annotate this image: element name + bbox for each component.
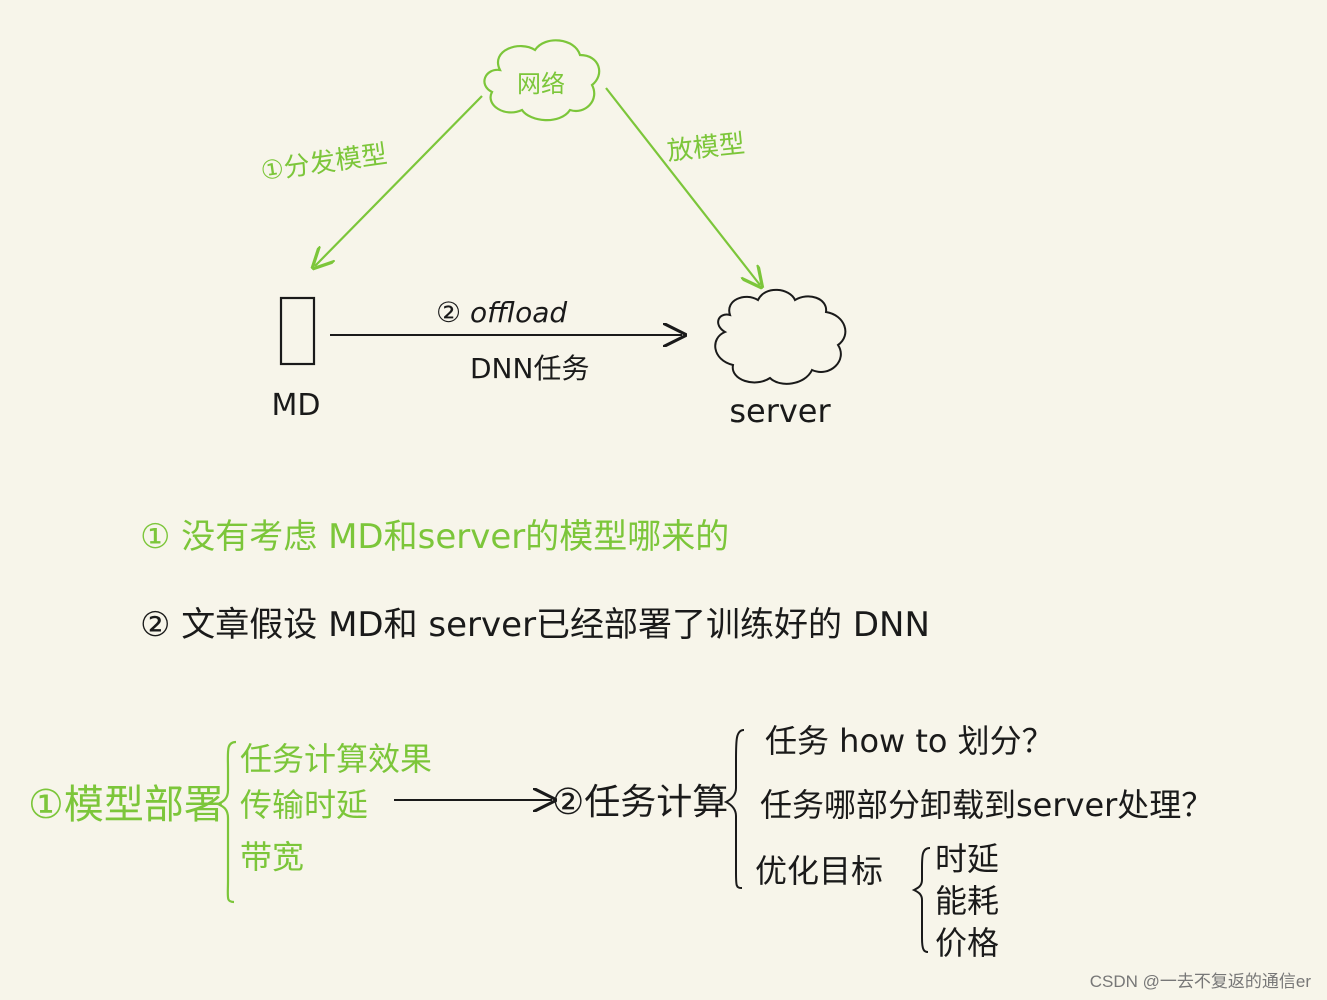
note-2: ② 文章假设 MD和 server已经部署了训练好的 DNN: [140, 605, 930, 645]
right-brace: [723, 729, 745, 889]
goal-item-1: 时延: [935, 840, 999, 878]
right-item-1: 任务 how to 划分？: [765, 722, 1054, 760]
distribute-arrow-right: [605, 87, 760, 285]
network-cloud-icon: [483, 39, 601, 122]
right-item-2: 任务哪部分卸载到server处理？: [760, 786, 1213, 824]
md-device-icon: [279, 296, 316, 366]
model-deploy-title: ①模型部署: [28, 782, 224, 828]
cloud-label: 网络: [517, 70, 565, 98]
server-label: server: [729, 392, 831, 430]
md-label: MD: [272, 388, 321, 423]
note-1: ① 没有考虑 MD和server的模型哪来的: [140, 517, 729, 557]
left-arrow-label: ①分发模型: [259, 140, 389, 187]
left-brace: [215, 740, 237, 904]
task-compute-title: ②任务计算: [552, 782, 728, 823]
server-cloud-icon: [714, 288, 847, 385]
watermark: CSDN @一去不复返的通信er: [1089, 972, 1311, 991]
offload-sublabel: DNN任务: [470, 352, 589, 385]
distribute-arrow-left: [315, 95, 483, 266]
goal-brace: [911, 847, 931, 953]
left-item-3: 带宽: [240, 838, 304, 876]
goal-item-2: 能耗: [935, 882, 999, 920]
left-item-1: 任务计算效果: [240, 740, 432, 778]
right-arrow-label: 放模型: [666, 129, 747, 167]
right-item-3: 优化目标: [755, 852, 883, 890]
left-item-2: 传输时延: [240, 786, 368, 824]
goal-item-3: 价格: [935, 924, 999, 962]
offload-label: ② offload: [436, 296, 567, 329]
